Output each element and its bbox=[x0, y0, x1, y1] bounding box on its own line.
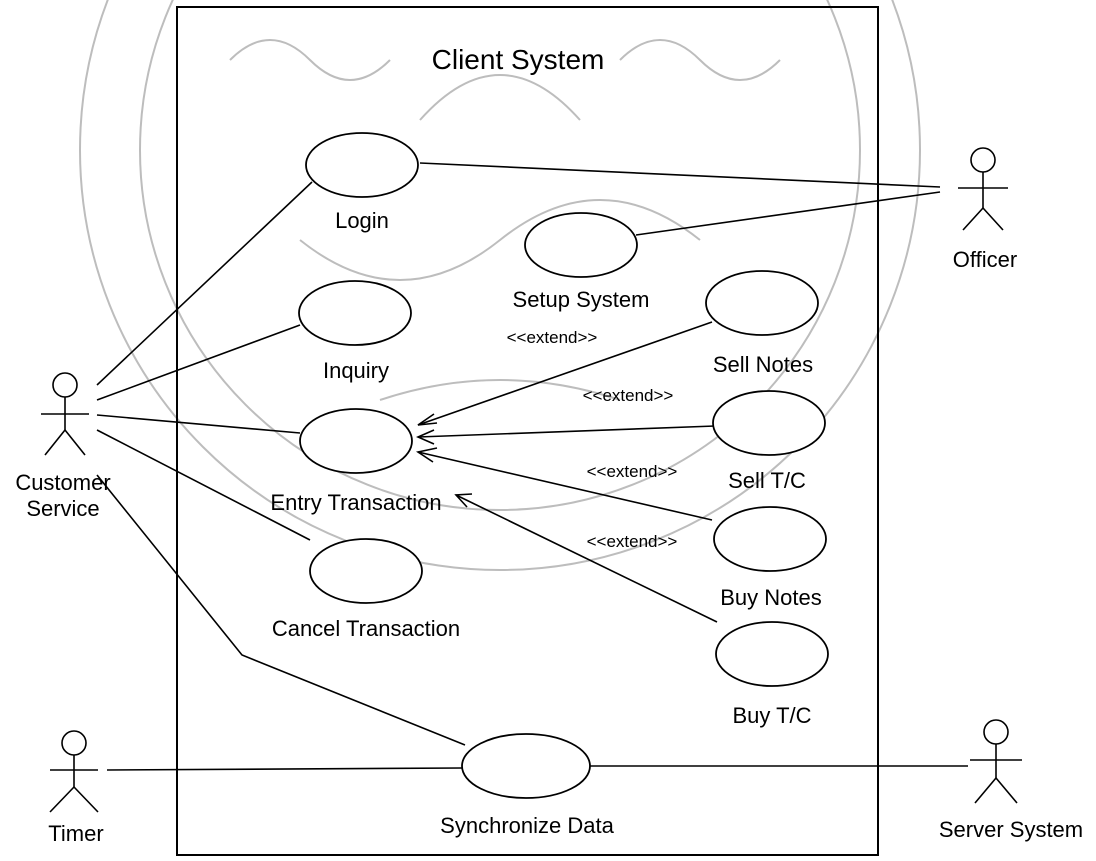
actor-officer-label: Officer bbox=[953, 247, 1017, 272]
extend-line-buy-notes bbox=[417, 451, 713, 521]
actor-customer-service[interactable]: Customer Service bbox=[15, 372, 111, 521]
actor-server-system-head bbox=[983, 719, 1009, 745]
actor-customer-service-label-line1: Customer bbox=[15, 470, 110, 495]
use-case-cancel-transaction[interactable] bbox=[309, 538, 423, 604]
use-case-login[interactable] bbox=[305, 132, 419, 198]
actor-server-system-label: Server System bbox=[939, 817, 1083, 842]
actor-officer-head bbox=[970, 147, 996, 173]
use-case-buy-notes[interactable] bbox=[713, 506, 827, 572]
assoc-cs-inquiry bbox=[96, 324, 301, 401]
extend-label-buy-tc: <<extend>> bbox=[587, 532, 678, 551]
actor-customer-service-label-line2: Service bbox=[26, 496, 99, 521]
assoc-cs-login bbox=[96, 181, 313, 386]
use-case-synchronize-data-label: Synchronize Data bbox=[440, 813, 614, 838]
use-case-sell-tc[interactable] bbox=[712, 390, 826, 456]
extend-label-buy-notes: <<extend>> bbox=[587, 462, 678, 481]
use-case-sell-tc-label: Sell T/C bbox=[728, 468, 806, 493]
assoc-cs-entry bbox=[96, 414, 301, 434]
use-case-buy-tc-label: Buy T/C bbox=[732, 703, 811, 728]
assoc-cs-sync bbox=[96, 474, 466, 746]
extend-line-sell-tc bbox=[417, 425, 716, 438]
connector-lines bbox=[96, 162, 968, 771]
arrowhead-buy-notes bbox=[415, 447, 438, 463]
use-case-buy-tc[interactable] bbox=[715, 621, 829, 687]
arrowhead-sell-notes bbox=[417, 413, 438, 426]
extend-labels: <<extend>> <<extend>> <<extend>> <<exten… bbox=[507, 328, 678, 551]
use-case-inquiry[interactable] bbox=[298, 280, 412, 346]
use-case-buy-notes-label: Buy Notes bbox=[720, 585, 822, 610]
system-boundary bbox=[176, 6, 879, 856]
use-case-login-label: Login bbox=[335, 208, 389, 233]
actor-timer[interactable]: Timer bbox=[48, 730, 104, 846]
extend-line-buy-tc bbox=[455, 494, 718, 623]
arrowhead-sell-tc bbox=[416, 429, 435, 445]
use-case-entry-transaction[interactable] bbox=[299, 408, 413, 474]
extend-label-sell-tc: <<extend>> bbox=[583, 386, 674, 405]
assoc-cs-cancel bbox=[96, 429, 311, 541]
watermark-seal bbox=[79, 0, 921, 571]
use-case-synchronize-data[interactable] bbox=[461, 733, 591, 799]
system-title: Client System bbox=[432, 44, 605, 75]
actor-timer-label: Timer bbox=[48, 821, 103, 846]
actor-timer-head bbox=[61, 730, 87, 756]
use-case-entry-transaction-label: Entry Transaction bbox=[270, 490, 441, 515]
use-case-sell-notes-label: Sell Notes bbox=[713, 352, 813, 377]
arrowhead-buy-tc bbox=[454, 493, 473, 508]
actor-customer-service-head bbox=[52, 372, 78, 398]
use-case-cancel-transaction-label: Cancel Transaction bbox=[272, 616, 460, 641]
assoc-officer-login bbox=[419, 162, 941, 188]
use-case-sell-notes[interactable] bbox=[705, 270, 819, 336]
assoc-timer-sync bbox=[106, 767, 463, 771]
use-case-setup-system-label: Setup System bbox=[513, 287, 650, 312]
use-case-setup-system[interactable] bbox=[524, 212, 638, 278]
use-cases: Login Setup System Inquiry Sell Notes En… bbox=[270, 132, 829, 838]
actor-officer[interactable]: Officer bbox=[953, 147, 1017, 272]
extend-line-sell-notes bbox=[417, 321, 713, 426]
extend-label-sell-notes: <<extend>> bbox=[507, 328, 598, 347]
assoc-officer-setup bbox=[635, 191, 941, 236]
use-case-inquiry-label: Inquiry bbox=[323, 358, 389, 383]
actor-server-system[interactable]: Server System bbox=[939, 719, 1083, 842]
